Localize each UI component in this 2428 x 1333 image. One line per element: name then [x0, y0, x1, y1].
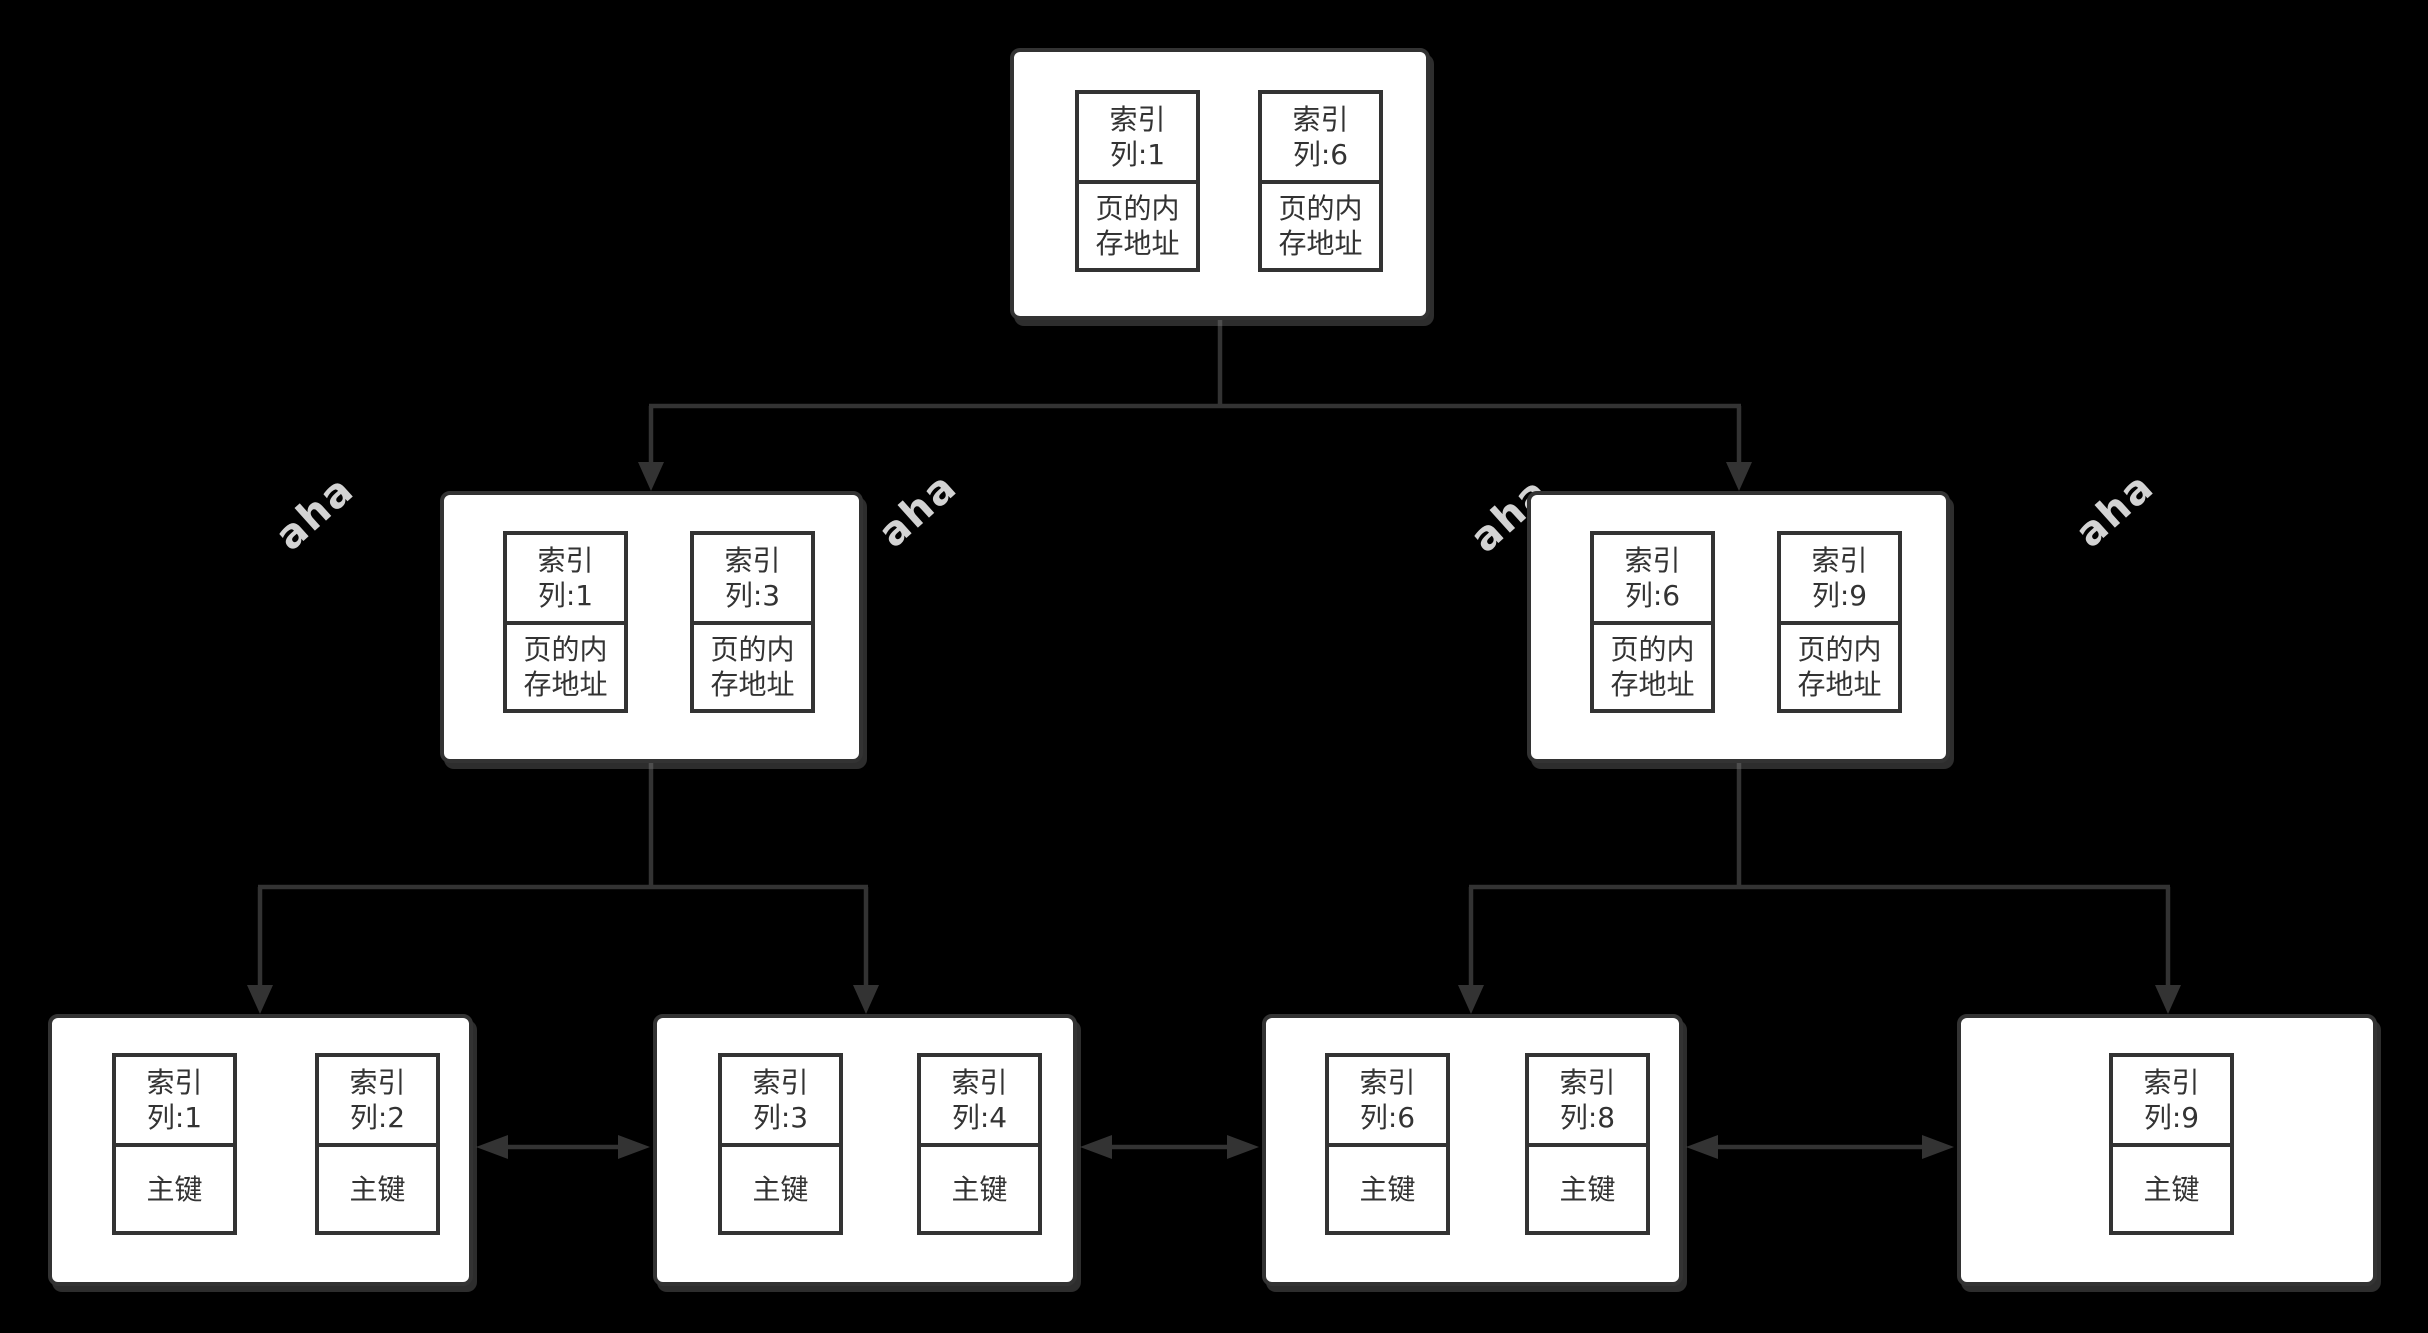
leaf-sibling-link-1-2	[476, 1135, 650, 1159]
connector-root-to-internal-nodes	[638, 320, 1752, 491]
index-column-cell: 索引 列:3	[722, 1057, 839, 1147]
internal-left-entry-1: 索引 列:1 页的内 存地址	[503, 531, 628, 713]
leaf-sibling-link-3-4	[1686, 1135, 1954, 1159]
leaf-3-entry-1: 索引 列:6 主键	[1325, 1053, 1450, 1235]
internal-left-entry-2: 索引 列:3 页的内 存地址	[690, 531, 815, 713]
leaf-1-entry-2: 索引 列:2 主键	[315, 1053, 440, 1235]
index-column-cell: 索引 列:4	[921, 1057, 1038, 1147]
node-leaf-2: 索引 列:3 主键 索引 列:4 主键	[653, 1014, 1077, 1286]
page-address-cell: 页的内 存地址	[1095, 192, 1180, 260]
page-address-cell: 页的内 存地址	[1278, 192, 1363, 260]
index-column-cell: 索引 列:8	[1529, 1057, 1646, 1147]
arrowhead-down-leaf-3	[1458, 985, 1484, 1014]
node-leaf-3: 索引 列:6 主键 索引 列:8 主键	[1262, 1014, 1683, 1286]
index-column-cell: 索引 列:1	[1079, 94, 1196, 184]
page-address-cell: 页的内 存地址	[523, 633, 608, 701]
leaf-1-entry-1: 索引 列:1 主键	[112, 1053, 237, 1235]
index-column-cell: 索引 列:6	[1329, 1057, 1446, 1147]
node-root: 索引 列:1 页的内 存地址 索引 列:6 页的内 存地址	[1010, 48, 1430, 320]
internal-right-entry-1: 索引 列:6 页的内 存地址	[1590, 531, 1715, 713]
leaf-2-entry-1: 索引 列:3 主键	[718, 1053, 843, 1235]
index-column-cell: 索引 列:9	[1781, 535, 1898, 625]
index-column-cell: 索引 列:6	[1262, 94, 1379, 184]
arrowhead-down-leaf-1	[247, 985, 273, 1014]
index-column-cell: 索引 列:1	[507, 535, 624, 625]
leaf-sibling-link-2-3	[1080, 1135, 1259, 1159]
primary-key-cell: 主键	[146, 1172, 203, 1206]
primary-key-cell: 主键	[1559, 1172, 1616, 1206]
root-entry-1: 索引 列:1 页的内 存地址	[1075, 90, 1200, 272]
internal-right-entry-2: 索引 列:9 页的内 存地址	[1777, 531, 1902, 713]
arrowhead-down-internal-left	[638, 462, 664, 491]
primary-key-cell: 主键	[2143, 1172, 2200, 1206]
root-entry-2: 索引 列:6 页的内 存地址	[1258, 90, 1383, 272]
arrowhead-down-leaf-4	[2155, 985, 2181, 1014]
leaf-4-entry-1: 索引 列:9 主键	[2109, 1053, 2234, 1235]
node-leaf-1: 索引 列:1 主键 索引 列:2 主键	[48, 1014, 473, 1286]
primary-key-cell: 主键	[1359, 1172, 1416, 1206]
page-address-cell: 页的内 存地址	[1610, 633, 1695, 701]
index-column-cell: 索引 列:2	[319, 1057, 436, 1147]
connector-internal-left-to-leaves	[247, 763, 879, 1014]
leaf-2-entry-2: 索引 列:4 主键	[917, 1053, 1042, 1235]
index-column-cell: 索引 列:1	[116, 1057, 233, 1147]
page-address-cell: 页的内 存地址	[1797, 633, 1882, 701]
primary-key-cell: 主键	[951, 1172, 1008, 1206]
node-internal-right: 索引 列:6 页的内 存地址 索引 列:9 页的内 存地址	[1527, 491, 1950, 763]
node-leaf-4: 索引 列:9 主键	[1957, 1014, 2377, 1286]
node-internal-left: 索引 列:1 页的内 存地址 索引 列:3 页的内 存地址	[440, 491, 863, 763]
index-column-cell: 索引 列:3	[694, 535, 811, 625]
primary-key-cell: 主键	[349, 1172, 406, 1206]
connector-internal-right-to-leaves	[1458, 763, 2181, 1014]
leaf-3-entry-2: 索引 列:8 主键	[1525, 1053, 1650, 1235]
index-column-cell: 索引 列:9	[2113, 1057, 2230, 1147]
index-column-cell: 索引 列:6	[1594, 535, 1711, 625]
primary-key-cell: 主键	[752, 1172, 809, 1206]
arrowhead-down-internal-right	[1726, 462, 1752, 491]
arrowhead-down-leaf-2	[853, 985, 879, 1014]
page-address-cell: 页的内 存地址	[710, 633, 795, 701]
